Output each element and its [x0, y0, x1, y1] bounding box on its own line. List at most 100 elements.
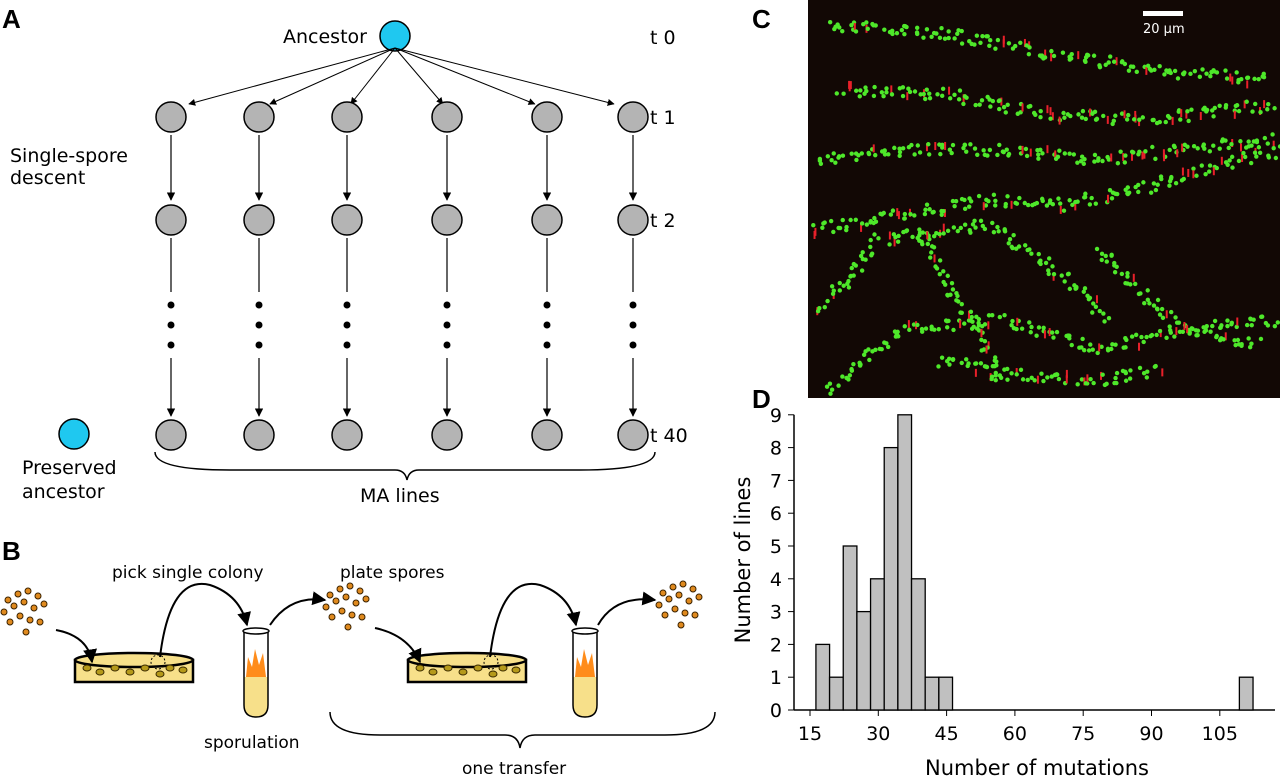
- septum-marker: [980, 329, 983, 338]
- nucleus-marker: [962, 142, 967, 148]
- nucleus-marker: [968, 142, 973, 147]
- septum-marker: [1002, 35, 1005, 44]
- septum-marker: [1015, 368, 1018, 377]
- nucleus-marker: [888, 212, 894, 217]
- septum-marker: [906, 92, 909, 101]
- nucleus-marker: [956, 97, 962, 102]
- nucleus-marker: [1058, 201, 1063, 206]
- nucleus-marker: [970, 222, 976, 227]
- nucleus-marker: [988, 104, 993, 109]
- nucleus-marker: [890, 208, 896, 213]
- nucleus-marker: [884, 341, 889, 346]
- nucleus-marker: [1032, 378, 1037, 383]
- panel-label-a: A: [2, 4, 21, 34]
- nucleus-marker: [929, 34, 934, 39]
- nucleus-marker: [1225, 323, 1230, 329]
- nucleus-marker: [915, 235, 920, 241]
- nucleus-marker: [903, 229, 909, 234]
- septum-marker: [1010, 200, 1013, 209]
- nucleus-marker: [1113, 113, 1118, 118]
- nucleus-marker: [820, 225, 825, 230]
- spore: [661, 611, 669, 619]
- ma-line-node: [331, 204, 363, 236]
- septum-marker: [1187, 168, 1190, 177]
- nucleus-marker: [1227, 158, 1232, 163]
- nucleus-marker: [873, 347, 878, 353]
- nucleus-marker: [1214, 334, 1219, 340]
- septum-marker: [853, 23, 856, 32]
- septum-marker: [974, 368, 977, 377]
- nucleus-marker: [1100, 372, 1105, 377]
- nucleus-marker: [1087, 202, 1093, 207]
- timepoint-t40: t 40: [650, 425, 688, 447]
- histogram-bar: [883, 446, 899, 711]
- nucleus-marker: [1056, 196, 1061, 201]
- colony: [415, 664, 425, 672]
- nucleus-marker: [937, 35, 943, 41]
- nucleus-marker: [1080, 336, 1085, 342]
- plate-spores-label: plate spores: [340, 563, 445, 583]
- x-tick-label: 75: [1071, 723, 1095, 745]
- nucleus-marker: [884, 86, 889, 91]
- nucleus-marker: [946, 318, 951, 324]
- septum-marker: [962, 94, 965, 103]
- nucleus-marker: [1224, 76, 1230, 81]
- nucleus-marker: [851, 361, 856, 367]
- spore: [322, 603, 330, 611]
- spore: [328, 613, 336, 621]
- ma-line-node: [155, 101, 187, 133]
- septum-marker: [926, 231, 929, 240]
- timepoint-t2: t 2: [650, 210, 676, 232]
- ma-line-node: [331, 101, 363, 133]
- nucleus-marker: [872, 215, 877, 221]
- nucleus-marker: [1236, 108, 1242, 114]
- nucleus-marker: [1029, 375, 1034, 381]
- nucleus-marker: [1229, 141, 1234, 147]
- nucleus-marker: [1112, 260, 1117, 266]
- timepoint-t1: t 1: [650, 107, 676, 129]
- septum-marker: [1044, 49, 1047, 58]
- septum-marker: [987, 321, 990, 330]
- nucleus-marker: [969, 326, 975, 331]
- nucleus-marker: [829, 284, 835, 289]
- nucleus-marker: [1123, 153, 1128, 158]
- nucleus-marker: [920, 230, 925, 235]
- nucleus-marker: [996, 229, 1001, 234]
- nucleus-marker: [1190, 326, 1195, 332]
- nucleus-marker: [1092, 159, 1097, 164]
- ancestor-node: [379, 20, 411, 52]
- septum-marker: [1192, 170, 1195, 179]
- spore: [6, 618, 14, 626]
- nucleus-marker: [1136, 189, 1141, 195]
- nucleus-marker: [1010, 46, 1016, 51]
- nucleus-marker: [1071, 152, 1077, 157]
- septum-marker: [1233, 110, 1236, 119]
- nucleus-marker: [1040, 151, 1045, 156]
- sporulation-growth: [246, 649, 266, 677]
- septum-marker: [1138, 342, 1141, 351]
- x-tick-label: 105: [1202, 723, 1238, 745]
- nucleus-marker: [853, 151, 859, 156]
- nucleus-marker: [1029, 251, 1034, 256]
- histogram-bar: [897, 414, 913, 711]
- y-tick-label: 2: [770, 634, 782, 656]
- ma-line-node: [531, 101, 563, 133]
- septum-marker: [1074, 202, 1077, 211]
- nucleus-marker: [1187, 331, 1192, 336]
- nucleus-marker: [818, 161, 824, 167]
- spore: [24, 587, 32, 595]
- colony: [165, 664, 175, 672]
- nucleus-marker: [858, 88, 863, 93]
- colony: [82, 664, 92, 672]
- nucleus-marker: [840, 374, 845, 379]
- nucleus-marker: [1107, 188, 1113, 193]
- nucleus-marker: [1210, 323, 1215, 329]
- nucleus-marker: [992, 363, 997, 369]
- nucleus-marker: [868, 220, 873, 225]
- nucleus-marker: [1111, 118, 1117, 124]
- nucleus-marker: [1128, 368, 1133, 373]
- nucleus-marker: [1120, 59, 1125, 64]
- y-tick-label: 9: [770, 405, 782, 427]
- septum-marker: [1049, 107, 1052, 116]
- colony: [511, 666, 521, 674]
